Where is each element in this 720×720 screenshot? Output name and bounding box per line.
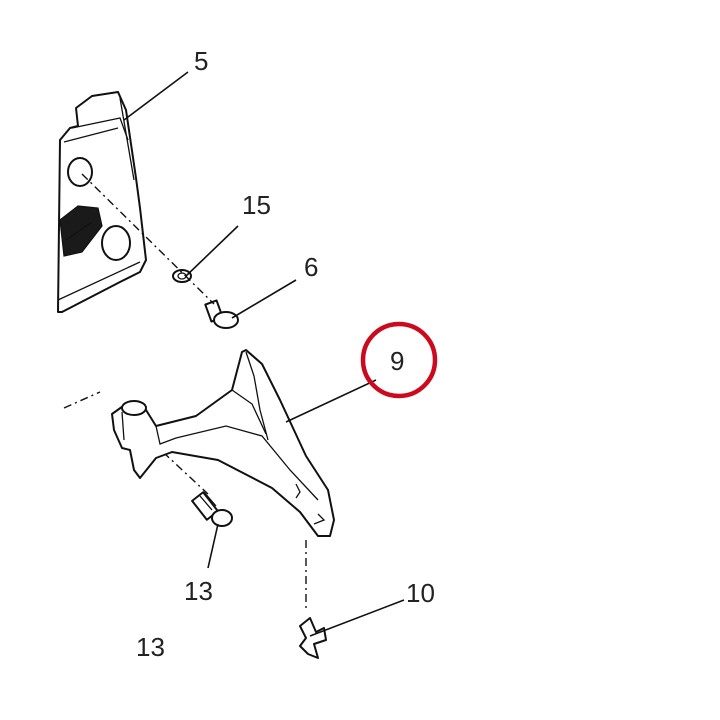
- leader-line-9: [285, 379, 377, 423]
- callout-10: 10: [406, 578, 435, 608]
- bracket-part-9: [111, 349, 335, 537]
- leader-lines: [123, 71, 405, 637]
- leader-line-15: [185, 225, 239, 277]
- clip-part-15: [172, 269, 192, 283]
- highlight-circle: [360, 321, 438, 399]
- assembly-axis-left: [63, 391, 101, 409]
- callout-6: 6: [304, 252, 318, 282]
- callout-13-upper: 13: [184, 576, 213, 606]
- callout-5: 5: [194, 46, 208, 76]
- leader-line-13: [207, 523, 219, 569]
- callout-13-lower: 13: [136, 632, 165, 662]
- callout-15: 15: [242, 190, 271, 220]
- assembly-axis-housing: [81, 173, 215, 305]
- screw-part-6: [204, 299, 239, 329]
- leader-line-6: [231, 279, 297, 319]
- clip-part-10: [299, 617, 327, 659]
- leader-line-5: [123, 71, 189, 121]
- leader-line-10: [309, 599, 405, 637]
- bolt-part-13: [191, 491, 233, 527]
- callout-9: 9: [390, 346, 404, 376]
- housing-part-5: [57, 91, 147, 313]
